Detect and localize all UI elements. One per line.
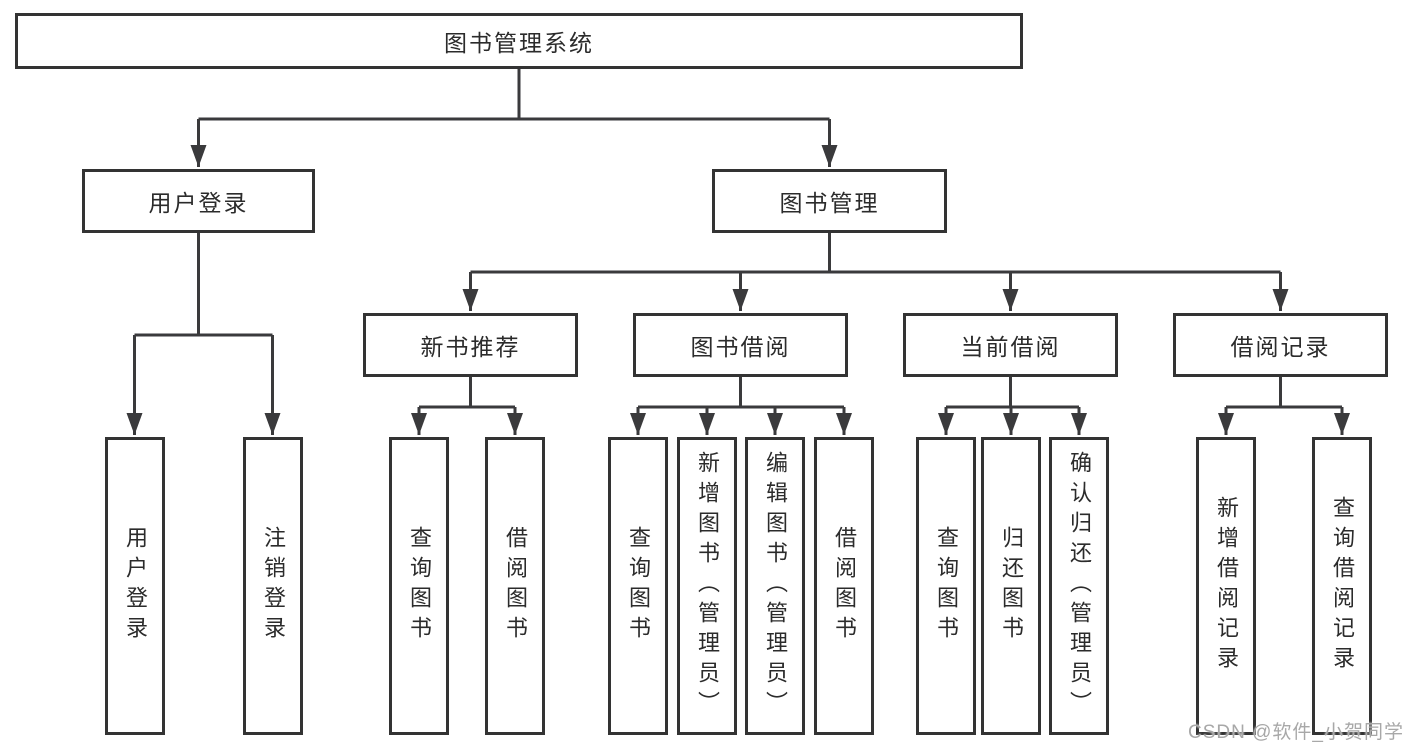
- leaf-label: 查询图书: [626, 526, 651, 646]
- leaf-current-query-books: 查询图书: [916, 437, 976, 735]
- leaf-label: 用户登录: [123, 526, 148, 646]
- leaf-label: 编辑图书（管理员）: [763, 451, 788, 721]
- watermark: CSDN @软件_小贺同学: [1188, 722, 1404, 743]
- leaf-label: 借阅图书: [503, 526, 528, 646]
- leaf-label: 注销登录: [261, 526, 286, 646]
- fork-bars: [134, 69, 1342, 409]
- node-label: 新书推荐: [420, 334, 521, 360]
- leaf-current-confirm-return-admin: 确认归还（管理员）: [1049, 437, 1109, 735]
- node-new-book-recommendation: 新书推荐: [363, 313, 578, 377]
- node-borrowing-records: 借阅记录: [1173, 313, 1388, 377]
- node-label: 当前借阅: [960, 334, 1061, 360]
- node-label: 图书借阅: [690, 334, 791, 360]
- leaf-current-return-books: 归还图书: [981, 437, 1041, 735]
- leaf-label: 查询图书: [934, 526, 959, 646]
- leaf-logout: 注销登录: [243, 437, 303, 735]
- leaf-label: 归还图书: [999, 526, 1024, 646]
- node-label: 借阅记录: [1230, 334, 1331, 360]
- leaf-label: 查询借阅记录: [1330, 496, 1355, 676]
- node-label: 图书管理系统: [444, 30, 594, 56]
- leaf-borrow-edit-books-admin: 编辑图书（管理员）: [745, 437, 805, 735]
- node-book-borrowing: 图书借阅: [633, 313, 848, 377]
- leaf-label: 新增图书（管理员）: [695, 451, 720, 721]
- node-label: 用户登录: [148, 190, 249, 216]
- node-current-borrowing: 当前借阅: [903, 313, 1118, 377]
- node-library-management-system: 图书管理系统: [15, 13, 1023, 69]
- leaf-label: 查询图书: [407, 526, 432, 646]
- leaf-label: 确认归还（管理员）: [1067, 451, 1092, 721]
- leaf-user-login: 用户登录: [105, 437, 165, 735]
- leaf-borrow-borrow-books: 借阅图书: [814, 437, 874, 735]
- leaf-label: 新增借阅记录: [1214, 496, 1239, 676]
- leaf-recommend-borrow-books: 借阅图书: [485, 437, 545, 735]
- leaf-records-add-record: 新增借阅记录: [1196, 437, 1256, 735]
- leaf-borrow-query-books: 查询图书: [608, 437, 668, 735]
- node-user-login: 用户登录: [82, 169, 315, 233]
- leaf-borrow-add-books-admin: 新增图书（管理员）: [677, 437, 737, 735]
- leaf-recommend-query-books: 查询图书: [389, 437, 449, 735]
- node-book-management: 图书管理: [712, 169, 947, 233]
- node-label: 图书管理: [779, 190, 880, 216]
- leaf-records-query-record: 查询借阅记录: [1312, 437, 1372, 735]
- leaf-label: 借阅图书: [832, 526, 857, 646]
